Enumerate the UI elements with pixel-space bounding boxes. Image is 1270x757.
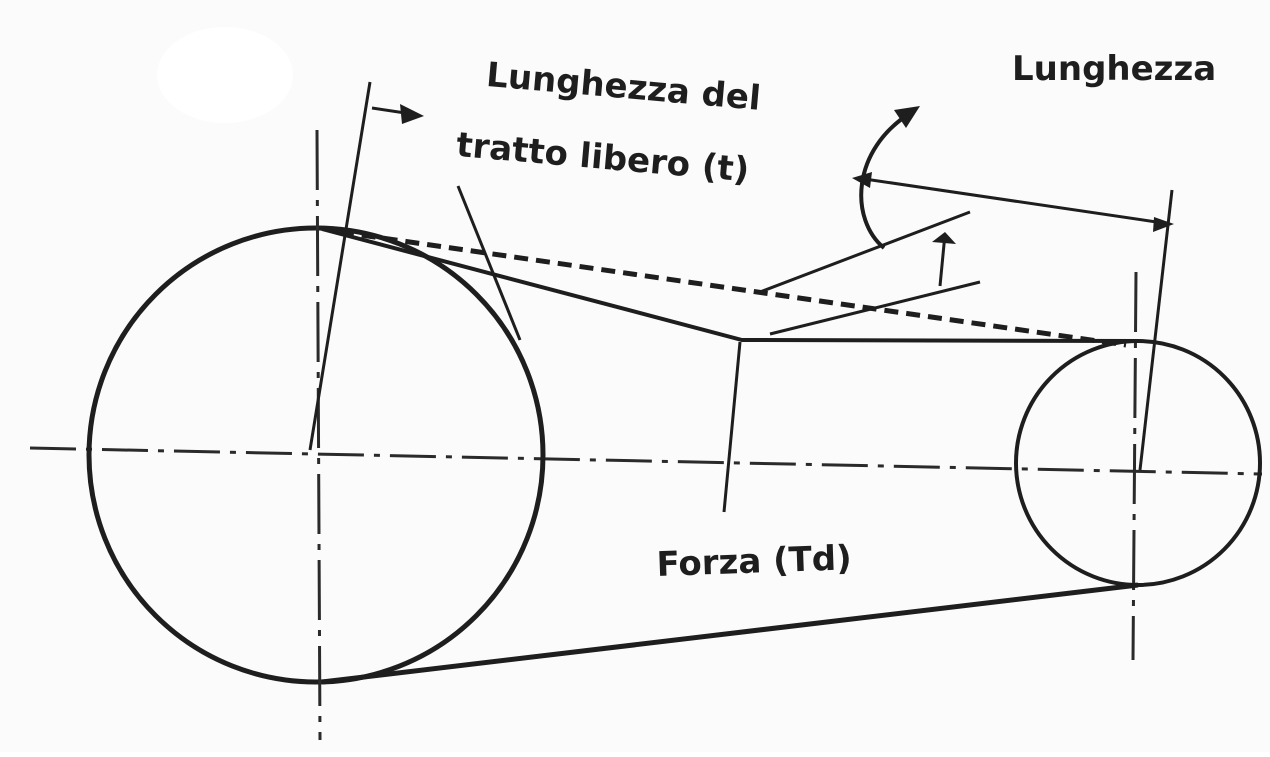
- rotation-arrow-head: [894, 106, 920, 128]
- deflection-line-1: [759, 210, 971, 294]
- free-span-arrow-head: [400, 104, 424, 124]
- belt-deflected-upper: [321, 227, 1139, 343]
- small-pulley-perpendicular: [1138, 189, 1174, 471]
- rotation-arrow: [859, 110, 914, 250]
- center-line: [29, 446, 1263, 476]
- deflection-marker-tick: [932, 232, 956, 244]
- large-pulley: [86, 225, 546, 685]
- large-pulley-vertical-axis: [315, 129, 322, 741]
- length-label: Lunghezza: [1012, 49, 1217, 89]
- force-arrow: [722, 341, 742, 513]
- length-dimension-arrow-right: [1153, 217, 1174, 232]
- large-pulley-perpendicular: [308, 81, 372, 451]
- large-pulley-tangent: [456, 185, 522, 341]
- white-patch: [157, 27, 293, 123]
- small-pulley-vertical-axis: [1131, 271, 1138, 661]
- length-dimension-line: [857, 176, 1171, 226]
- small-pulley: [1014, 339, 1262, 587]
- belt-lower: [321, 582, 1139, 685]
- force-label: Forza (Td): [655, 538, 853, 585]
- belt-unloaded-dashed: [339, 229, 1127, 348]
